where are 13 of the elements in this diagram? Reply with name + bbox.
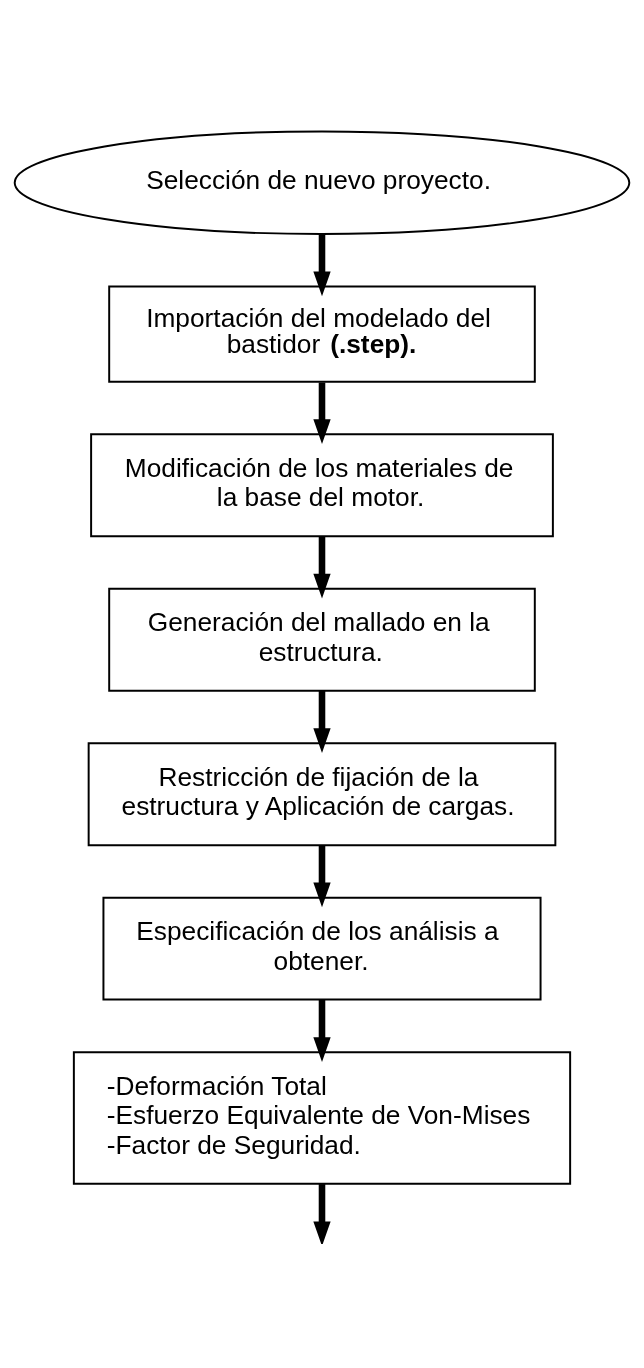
- node-box: Modificación de los materiales de la base del motor.: [90, 432, 554, 537]
- node-ellipse: Selección de nuevo proyecto.: [13, 129, 631, 235]
- node-box: Especificación de los análisis a obtener.: [102, 896, 542, 1001]
- node-box: -Deformación Total -Esfuerzo Equivalente de Von-Mises -Factor de Seguridad.: [72, 1050, 572, 1185]
- arrow: [313, 690, 331, 753]
- node-box: Restricción de fijación de la estructura y Aplicación de cargas.: [87, 741, 557, 846]
- arrow: [313, 234, 331, 296]
- arrow: [313, 844, 331, 907]
- arrow: [313, 999, 331, 1062]
- node-box: Importación del modelado del bastidor (.step).: [108, 284, 536, 383]
- arrow: [313, 535, 331, 598]
- node-box: Generación del mallado en la estructura.: [108, 587, 536, 692]
- arrow: [313, 1183, 331, 1244]
